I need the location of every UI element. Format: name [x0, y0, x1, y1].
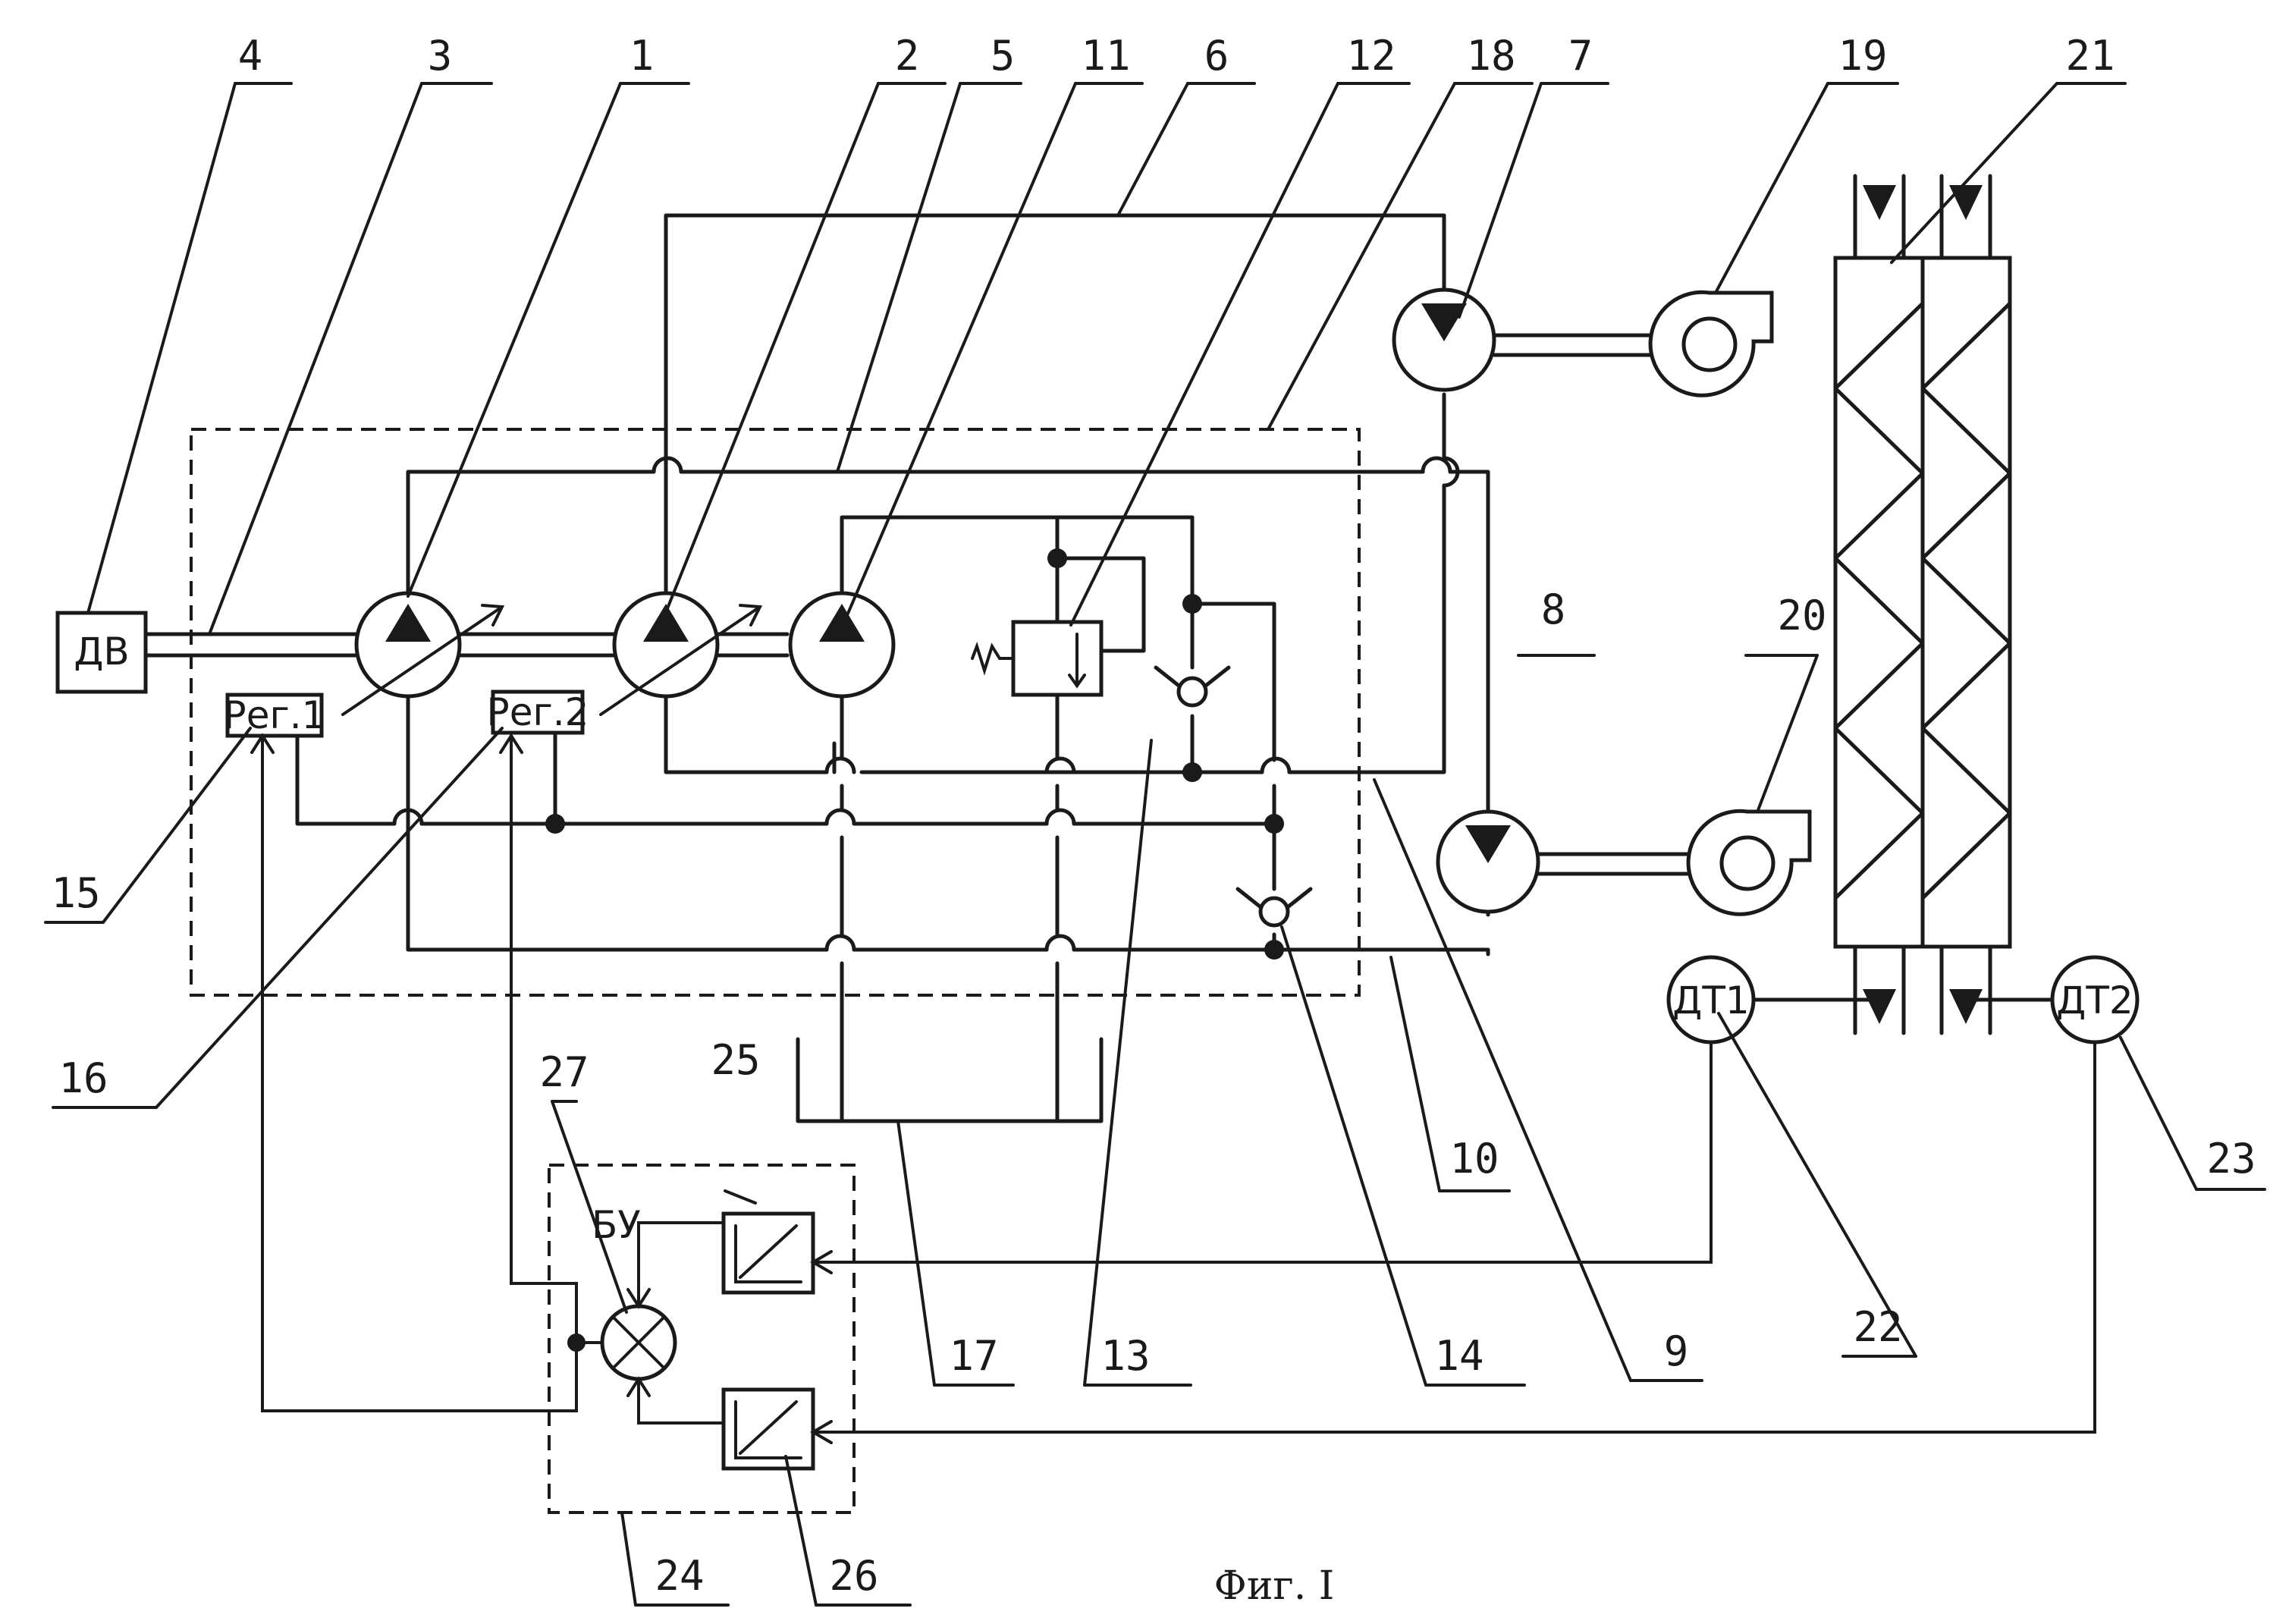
label-3: 3: [428, 32, 453, 80]
function-block-26: [724, 1390, 813, 1469]
label-18: 18: [1466, 32, 1515, 80]
label-7: 7: [1568, 32, 1593, 80]
check-valve-14: [1238, 889, 1311, 925]
label-4: 4: [238, 32, 263, 80]
function-block-25: [724, 1214, 813, 1293]
motor-shafts: [1494, 335, 1703, 874]
temperature-sensor-2-label: ДТ2: [2056, 978, 2133, 1022]
label-21: 21: [2065, 32, 2115, 80]
fan-19: [1650, 292, 1772, 395]
regulator-1-label: Рег.1: [224, 693, 326, 737]
label-26: 26: [829, 1552, 878, 1600]
label-24: 24: [655, 1552, 704, 1600]
heat-exchanger-21: [1835, 176, 2010, 1033]
label-12: 12: [1346, 32, 1396, 80]
control-signal-lines: [252, 736, 2095, 1443]
fixed-pump-11: [790, 593, 893, 696]
label-16: 16: [58, 1054, 108, 1102]
label-1: 1: [630, 32, 655, 80]
label-15: 15: [51, 869, 100, 917]
label-22: 22: [1853, 1303, 1902, 1351]
figure-caption: Фиг. I: [1214, 1563, 1335, 1609]
label-23: 23: [2206, 1135, 2256, 1183]
label-14: 14: [1434, 1332, 1484, 1380]
label-9: 9: [1664, 1327, 1689, 1375]
hydraulic-motor-8: [1438, 812, 1538, 912]
label-25: 25: [711, 1036, 760, 1084]
label-17: 17: [949, 1332, 998, 1380]
temperature-sensor-1-label: ДТ1: [1672, 978, 1749, 1022]
label-19: 19: [1838, 32, 1887, 80]
relief-valve-12: [972, 622, 1101, 695]
check-valve-13: [1156, 668, 1229, 705]
control-unit-label: БУ: [592, 1203, 641, 1247]
label-5: 5: [991, 32, 1016, 80]
label-10: 10: [1449, 1135, 1499, 1183]
label-20: 20: [1777, 592, 1826, 639]
label-8: 8: [1541, 586, 1566, 633]
label-6: 6: [1204, 32, 1229, 80]
label-11: 11: [1081, 32, 1130, 80]
hydraulic-motor-7: [1394, 290, 1494, 390]
summing-junction-27: [602, 1306, 675, 1379]
fan-20: [1688, 811, 1810, 914]
engine-label: ДВ: [74, 630, 129, 674]
pump-station-boundary: [191, 429, 1359, 995]
label-2: 2: [895, 32, 920, 80]
label-13: 13: [1100, 1332, 1150, 1380]
label-27: 27: [539, 1048, 589, 1096]
